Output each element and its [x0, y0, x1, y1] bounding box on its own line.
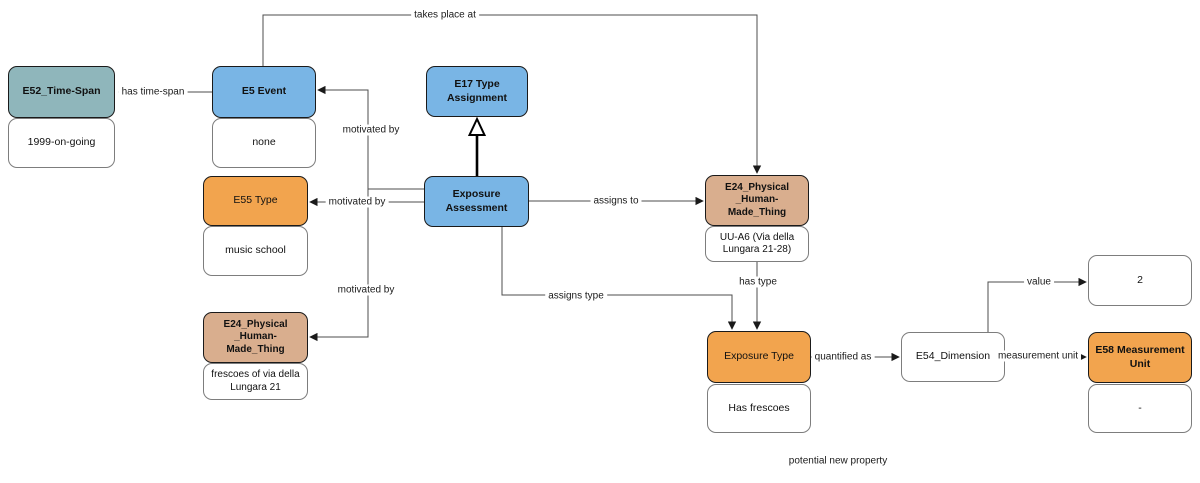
node-exposure-type: Exposure Type — [707, 331, 811, 383]
node-dimension-value: 2 — [1088, 255, 1192, 306]
node-exposure-assessment: Exposure Assessment — [424, 176, 529, 227]
edge-motivated-by-e5 — [317, 85, 424, 190]
edge-label-has-type: has type — [736, 276, 780, 288]
edge-label-motivated-by-e55: motivated by — [325, 196, 389, 208]
node-e54-dimension: E54_Dimension — [901, 332, 1005, 382]
note-potential-new-property: potential new property — [788, 455, 888, 467]
node-e52-time-span: E52_Time-Span — [8, 66, 115, 118]
edge-label-motivated-by-e5: motivated by — [339, 124, 403, 136]
node-e55-value: music school — [203, 226, 308, 276]
edge-is-a-subclass-arrow — [467, 116, 487, 176]
edge-label-assigns-type: assigns type — [545, 290, 607, 302]
edge-label-value: value — [1024, 276, 1054, 288]
node-exposure-type-value: Has frescoes — [707, 384, 811, 433]
edge-takes-place-at — [262, 14, 762, 174]
node-e17-type-assignment: E17 Type Assignment — [426, 66, 528, 117]
node-e24-right-value: UU-A6 (Via della Lungara 21-28) — [705, 226, 809, 262]
edge-label-quantified-as: quantified as — [811, 351, 875, 363]
node-e58-measurement-unit: E58 Measurement Unit — [1088, 332, 1192, 383]
node-time-span-value: 1999-on-going — [8, 118, 115, 168]
node-e24-left-value: frescoes of via della Lungara 21 — [203, 363, 308, 400]
edge-label-has-time-span: has time-span — [118, 86, 188, 98]
node-e55-type: E55 Type — [203, 176, 308, 226]
node-e58-value: - — [1088, 384, 1192, 433]
edge-assigns-type — [501, 227, 737, 330]
edge-value — [987, 277, 1087, 332]
edge-label-assigns-to: assigns to — [590, 195, 642, 207]
edge-label-takes-place-at: takes place at — [411, 9, 479, 21]
node-e24-physical-left: E24_Physical _Human-Made_Thing — [203, 312, 308, 363]
node-e5-value: none — [212, 118, 316, 168]
node-e5-event: E5 Event — [212, 66, 316, 118]
edge-motivated-by-e24 — [309, 189, 369, 342]
edge-label-measurement-unit: measurement unit — [994, 350, 1082, 362]
node-e24-physical-right: E24_Physical _Human-Made_Thing — [705, 175, 809, 226]
edge-label-motivated-by-e24: motivated by — [334, 284, 398, 296]
